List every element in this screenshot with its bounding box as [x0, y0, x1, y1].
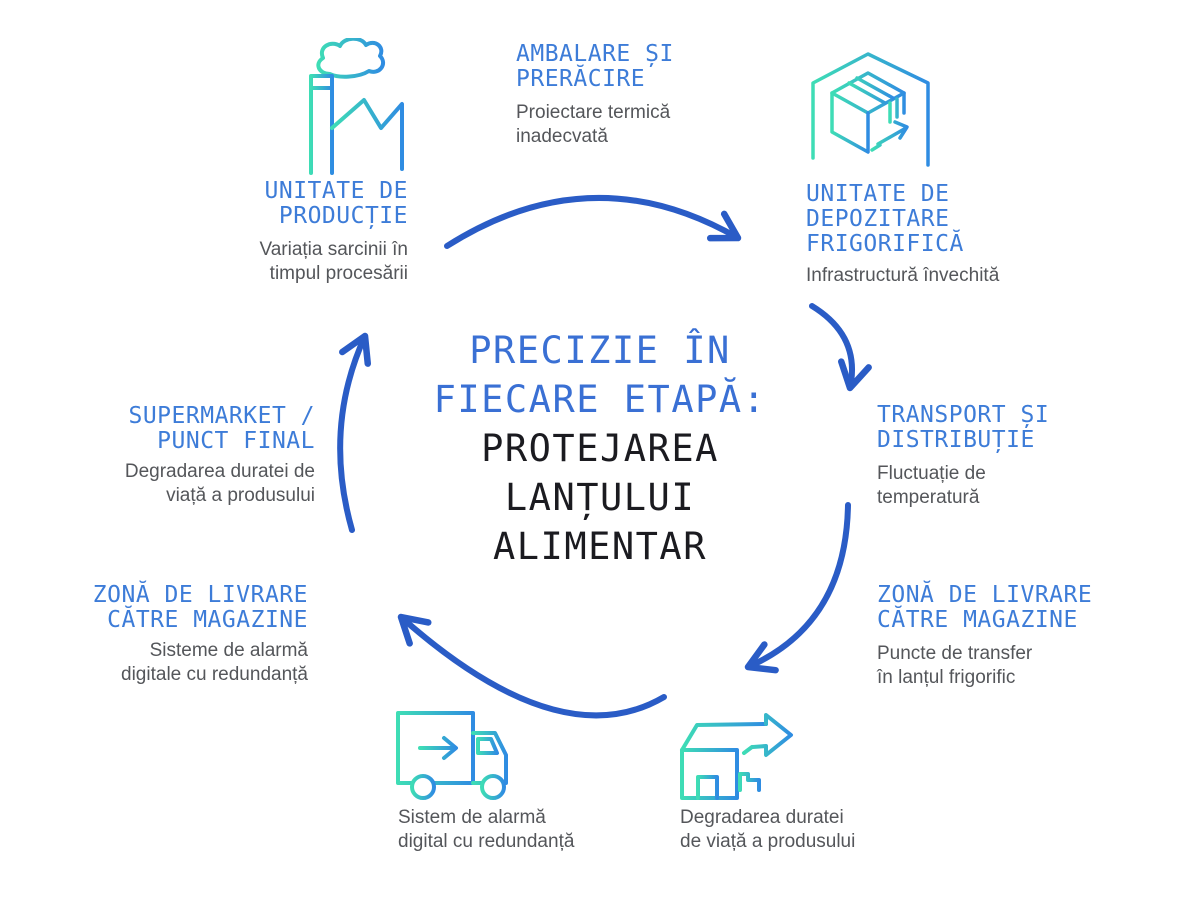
stage-supermarket-desc: Degradarea duratei de viață a produsului — [124, 461, 315, 506]
diagram-title: PRECIZIE ÎN FIECARE ETAPĂ: PROTEJAREA LA… — [380, 326, 820, 571]
diagram-title-blue-line: FIECARE ETAPĂ: — [433, 378, 767, 421]
stage-cold-storage-desc: Infrastructură învechită — [806, 265, 1000, 286]
stage-production: UNITATE DE PRODUCȚIE Variația sarcinii î… — [259, 179, 408, 286]
stage-supermarket-title: SUPERMARKET / PUNCT FINAL — [128, 403, 315, 454]
arrow-transport-to-delivery — [744, 502, 851, 674]
arrow-delivery-to-stores — [397, 613, 667, 719]
stage-transport-title: TRANSPORT ȘI DISTRIBUȚIE — [877, 402, 1050, 453]
stage-packaging-desc: Proiectare termică inadecvată — [516, 102, 671, 147]
stage-delivery-right: ZONĂ DE LIVRARE CĂTRE MAGAZINE Puncte de… — [877, 583, 1092, 690]
stage-transport: TRANSPORT ȘI DISTRIBUȚIE Fluctuație de t… — [877, 403, 1049, 510]
stage-supermarket: SUPERMARKET / PUNCT FINAL Degradarea dur… — [125, 404, 315, 508]
stage-packaging-title: AMBALARE ȘI PRERĂCIRE — [516, 41, 674, 92]
stage-cold-storage-title: UNITATE DE DEPOZITARE FRIGORIFICĂ — [806, 181, 964, 257]
stage-delivery-left-title: ZONĂ DE LIVRARE CĂTRE MAGAZINE — [92, 582, 308, 633]
diagram-title-dark-line: LANȚULUI — [504, 476, 696, 519]
stage-delivery-left: ZONĂ DE LIVRARE CĂTRE MAGAZINE Sisteme d… — [93, 583, 308, 687]
stage-alarm: Sistem de alarmă digital cu redundanță — [398, 806, 574, 854]
stage-transport-desc: Fluctuație de temperatură — [877, 463, 986, 508]
stage-shelf-life: Degradarea duratei de viață a produsului — [680, 806, 855, 854]
stage-production-title: UNITATE DE PRODUCȚIE — [264, 178, 408, 229]
truck-icon — [396, 711, 508, 800]
house-arrow-icon — [680, 713, 793, 800]
stage-delivery-right-desc: Puncte de transfer în lanțul frigorific — [877, 643, 1033, 688]
diagram-title-blue-line: PRECIZIE ÎN — [469, 329, 731, 372]
diagram-title-dark-line: PROTEJAREA — [481, 427, 719, 470]
arrow-storage-to-transport — [809, 303, 872, 392]
stage-delivery-left-desc: Sisteme de alarmă digitale cu redundanță — [121, 640, 308, 685]
stage-production-desc: Variația sarcinii în timpul procesării — [259, 239, 408, 284]
arrow-production-to-storage — [444, 195, 742, 249]
stage-cold-storage: UNITATE DE DEPOZITARE FRIGORIFICĂ Infras… — [806, 182, 999, 288]
factory-icon — [309, 38, 404, 175]
arrow-stores-to-production — [337, 332, 372, 533]
box-icon — [811, 52, 930, 167]
stage-delivery-right-title: ZONĂ DE LIVRARE CĂTRE MAGAZINE — [877, 582, 1093, 633]
stage-shelf-life-desc: Degradarea duratei de viață a produsului — [680, 807, 856, 852]
diagram-title-dark-line: ALIMENTAR — [493, 525, 707, 568]
stage-alarm-desc: Sistem de alarmă digital cu redundanță — [398, 807, 575, 852]
stage-packaging: AMBALARE ȘI PRERĂCIRE Proiectare termică… — [516, 42, 674, 149]
